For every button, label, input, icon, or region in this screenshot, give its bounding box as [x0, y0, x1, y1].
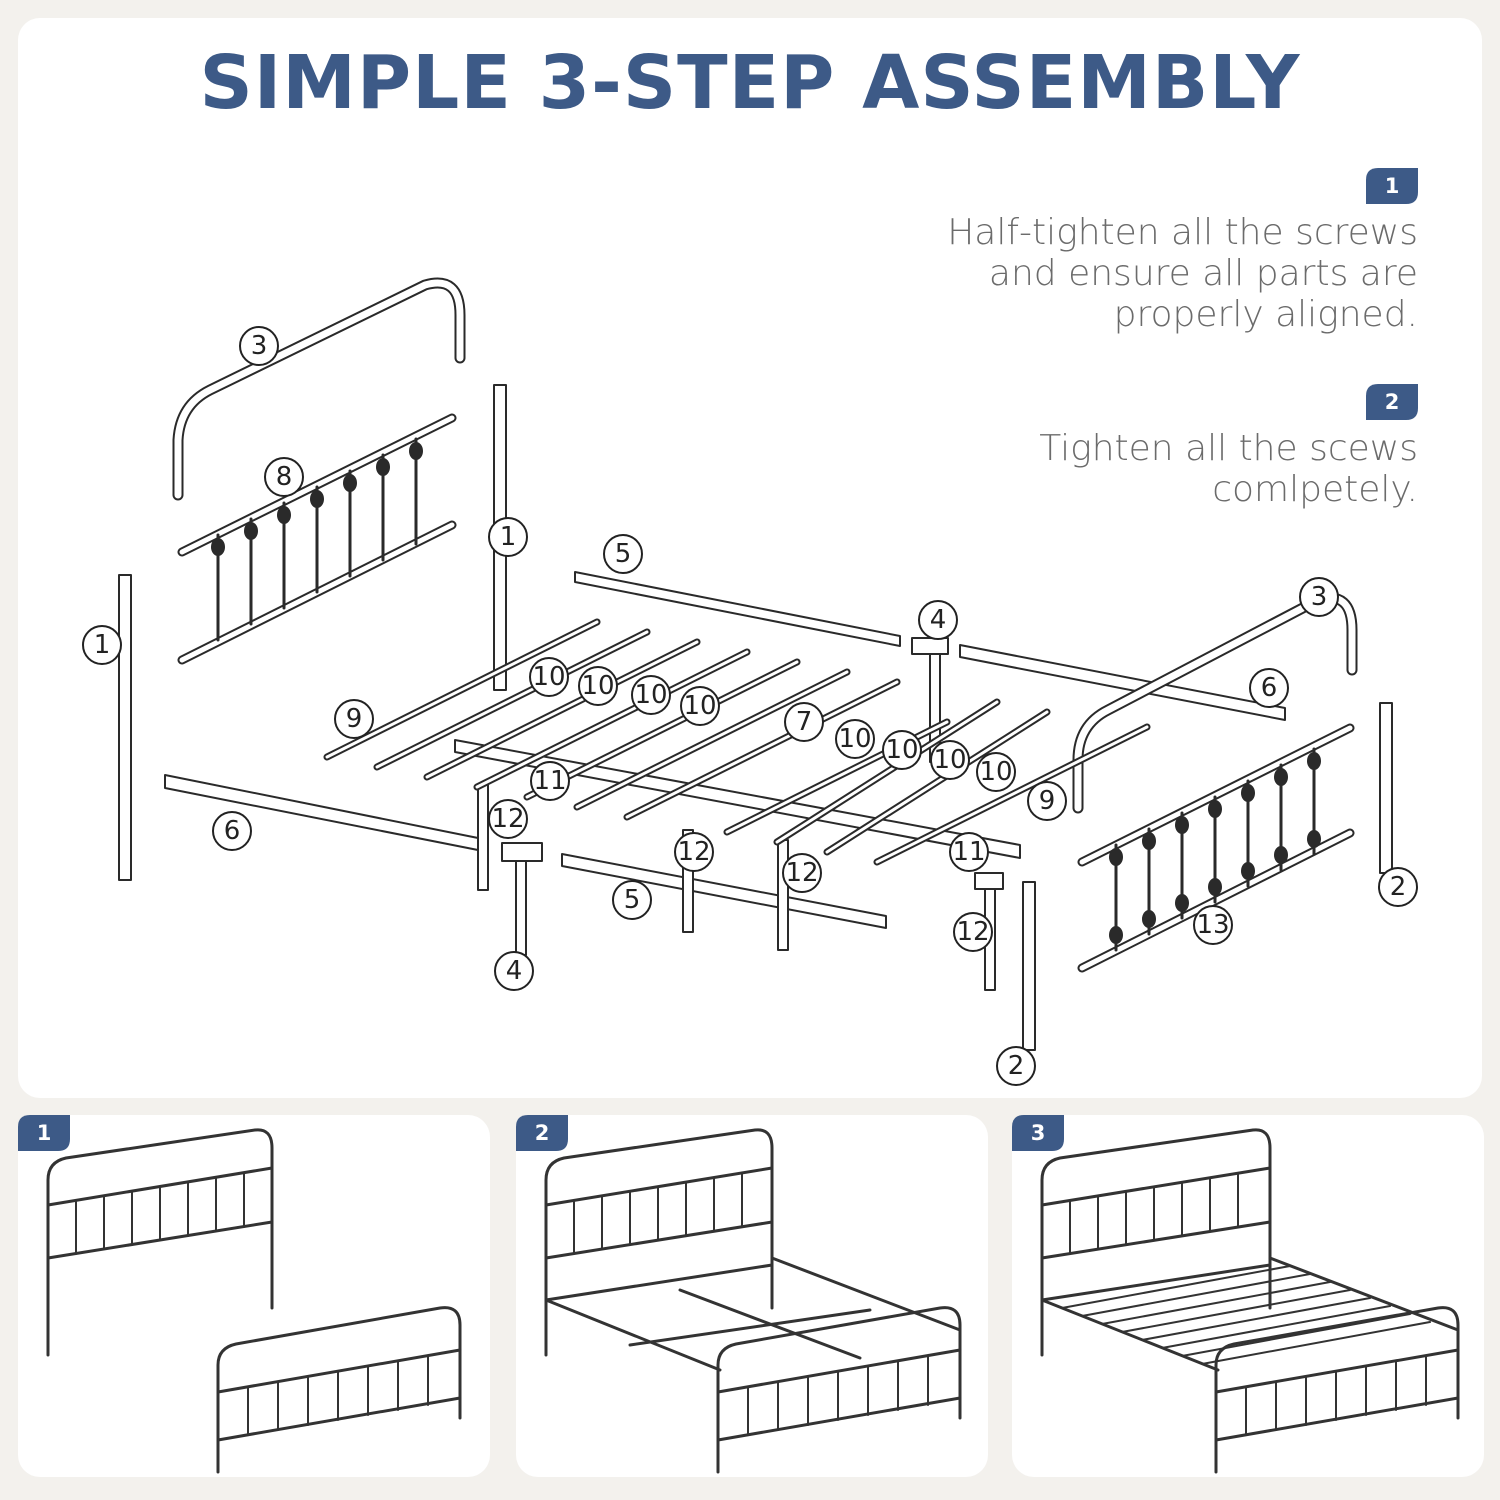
instruction-1-badge: 1	[1366, 168, 1418, 204]
part-label-4b: 4	[494, 951, 534, 991]
part-label-12c: 12	[782, 853, 822, 893]
part-label-2a: 2	[1378, 867, 1418, 907]
part-label-10e: 10	[835, 719, 875, 759]
part-label-10a: 10	[529, 657, 569, 697]
svg-text:10: 10	[838, 724, 871, 754]
step-3-badge: 3	[1012, 1115, 1064, 1151]
svg-text:10: 10	[979, 757, 1012, 787]
svg-text:12: 12	[956, 917, 989, 947]
support-leg-12-b	[682, 829, 694, 933]
svg-text:6: 6	[224, 816, 241, 846]
instruction-2-text: Tighten all the scews comlpetely.	[1039, 428, 1418, 510]
foot-leg-left	[1022, 881, 1036, 1051]
step-3-panel	[1012, 1115, 1484, 1477]
svg-text:11: 11	[533, 766, 566, 796]
part-label-6b: 6	[1249, 668, 1289, 708]
svg-text:8: 8	[276, 462, 293, 492]
part-label-5b: 5	[612, 880, 652, 920]
svg-text:10: 10	[532, 662, 565, 692]
svg-text:10: 10	[933, 745, 966, 775]
side-rail-6-front	[164, 774, 489, 853]
svg-text:12: 12	[785, 858, 818, 888]
part-label-6a: 6	[212, 811, 252, 851]
step-2-badge: 2	[516, 1115, 568, 1151]
support-leg-12-a	[477, 784, 489, 891]
part-label-12b: 12	[674, 832, 714, 872]
svg-text:9: 9	[1039, 786, 1056, 816]
part-label-10f: 10	[882, 730, 922, 770]
part-label-10b: 10	[578, 666, 618, 706]
svg-text:4: 4	[506, 956, 523, 986]
svg-text:10: 10	[634, 680, 667, 710]
headboard-top-arc	[172, 277, 466, 501]
exploded-view-panel	[18, 18, 1482, 1098]
foot-leg-right	[1379, 702, 1393, 874]
part-label-11a: 11	[530, 761, 570, 801]
part-label-10d: 10	[680, 686, 720, 726]
svg-text:7: 7	[796, 707, 813, 737]
svg-text:11: 11	[952, 837, 985, 867]
step-1-panel	[18, 1115, 490, 1477]
svg-text:3: 3	[251, 331, 268, 361]
support-leg-12-c	[777, 839, 789, 951]
part-label-9b: 9	[1027, 781, 1067, 821]
svg-text:12: 12	[677, 837, 710, 867]
svg-text:1: 1	[500, 522, 517, 552]
instruction-1-line-1: Half-tighten all the screws	[947, 212, 1418, 253]
part-label-10h: 10	[976, 752, 1016, 792]
part-label-1b: 1	[488, 517, 528, 557]
instruction-2-line-2: comlpetely.	[1212, 469, 1418, 510]
part-label-12a: 12	[488, 799, 528, 839]
instruction-1-line-3: properly aligned.	[1113, 294, 1418, 335]
headboard-spindle-panel	[177, 413, 457, 665]
footboard-spindle-panel	[1077, 723, 1355, 973]
part-label-8: 8	[264, 457, 304, 497]
support-leg-4-front	[515, 854, 527, 956]
svg-text:9: 9	[346, 704, 363, 734]
svg-text:4: 4	[930, 605, 947, 635]
part-label-3b: 3	[1299, 577, 1339, 617]
svg-text:10: 10	[683, 691, 716, 721]
part-label-11b: 11	[949, 832, 989, 872]
side-rail-6-back	[959, 644, 1286, 721]
svg-text:12: 12	[491, 804, 524, 834]
part-label-13: 13	[1193, 905, 1233, 945]
instruction-2-badge: 2	[1366, 384, 1418, 420]
part-label-4a: 4	[918, 600, 958, 640]
part-label-9a: 9	[334, 699, 374, 739]
part-label-5a: 5	[603, 534, 643, 574]
svg-text:5: 5	[624, 885, 641, 915]
part-label-3a: 3	[239, 326, 279, 366]
svg-text:1: 1	[94, 630, 111, 660]
part-label-10c: 10	[631, 675, 671, 715]
part-label-1a: 1	[82, 625, 122, 665]
instruction-2-line-1: Tighten all the scews	[1039, 428, 1418, 469]
side-rail-5-front	[561, 853, 887, 929]
svg-text:10: 10	[885, 735, 918, 765]
svg-text:3: 3	[1311, 582, 1328, 612]
instruction-1-text: Half-tighten all the screws and ensure a…	[947, 212, 1418, 335]
svg-text:6: 6	[1261, 673, 1278, 703]
head-leg-left	[118, 574, 132, 881]
step-2-panel	[516, 1115, 988, 1477]
part-label-2b: 2	[996, 1046, 1036, 1086]
svg-text:5: 5	[615, 539, 632, 569]
exploded-bed-diagram: 1 1 2 2 3 3 4 4 5 5 6 6 7 8 9 9 10 10 10…	[82, 277, 1418, 1086]
svg-text:13: 13	[1196, 910, 1229, 940]
part-label-12d: 12	[953, 912, 993, 952]
part-label-10g: 10	[930, 740, 970, 780]
instruction-1-line-2: and ensure all parts are	[988, 253, 1418, 294]
part-label-7: 7	[784, 702, 824, 742]
svg-text:2: 2	[1008, 1051, 1025, 1081]
page-title: SIMPLE 3-STEP ASSEMBLY	[199, 40, 1301, 126]
side-rail-5-back	[574, 571, 901, 647]
step-1-badge: 1	[18, 1115, 70, 1151]
svg-text:10: 10	[581, 671, 614, 701]
svg-text:2: 2	[1390, 872, 1407, 902]
